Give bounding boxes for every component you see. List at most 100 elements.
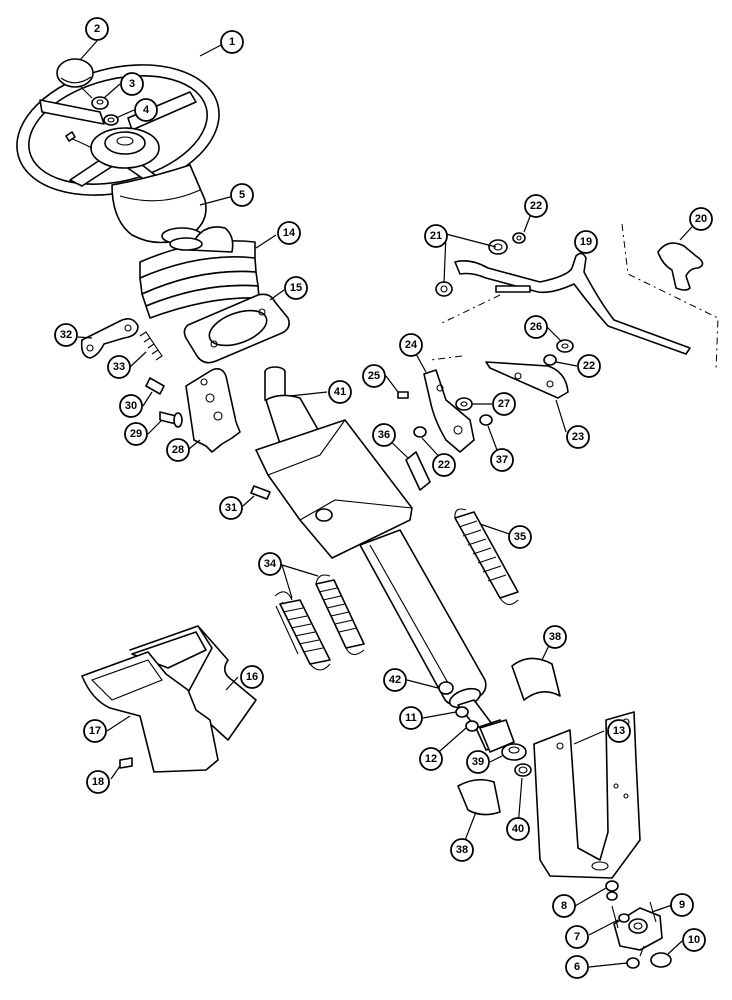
svg-text:37: 37 [496, 454, 508, 466]
clip-22a [512, 232, 526, 244]
spring-single [454, 508, 519, 606]
svg-text:33: 33 [113, 361, 125, 373]
callout-36: 36 [372, 423, 396, 447]
callout-32: 32 [54, 323, 78, 347]
screw-18 [119, 757, 133, 769]
svg-text:32: 32 [60, 329, 72, 341]
callout-1: 1 [220, 30, 244, 54]
svg-text:39: 39 [472, 756, 484, 768]
dashed-guide-lower [439, 294, 501, 325]
svg-text:28: 28 [172, 444, 184, 456]
svg-text:12: 12 [425, 753, 437, 765]
callout-34: 34 [258, 552, 282, 576]
callout-24: 24 [399, 333, 423, 357]
spring-pair [274, 574, 365, 671]
callout-16: 16 [240, 665, 264, 689]
bellows-boot [139, 226, 260, 319]
svg-text:24: 24 [405, 339, 418, 351]
washer-11 [455, 706, 469, 718]
svg-text:3: 3 [129, 78, 135, 90]
callout-2: 2 [85, 17, 109, 41]
callout-7: 7 [565, 925, 589, 949]
lock-plate [185, 368, 241, 453]
latch-lever [80, 318, 139, 359]
svg-text:31: 31 [225, 502, 237, 514]
svg-text:11: 11 [405, 712, 417, 724]
clip-37 [479, 414, 493, 426]
callout-41: 41 [328, 380, 352, 404]
callout-26: 26 [524, 315, 548, 339]
svg-text:27: 27 [498, 398, 510, 410]
svg-text:38: 38 [456, 844, 468, 856]
link-plate-23 [485, 361, 569, 399]
callout-22-low: 22 [432, 453, 456, 477]
spring-small [139, 331, 163, 361]
callout-13: 13 [607, 719, 631, 743]
callout-9: 9 [670, 893, 694, 917]
shift-knob [657, 242, 704, 291]
callout-35: 35 [508, 525, 532, 549]
callout-27: 27 [492, 392, 516, 416]
svg-text:14: 14 [283, 227, 296, 239]
svg-text:7: 7 [574, 931, 580, 943]
callout-37: 37 [490, 448, 514, 472]
svg-text:19: 19 [580, 236, 592, 248]
svg-text:18: 18 [92, 776, 104, 788]
link-36 [405, 451, 431, 491]
svg-text:30: 30 [125, 400, 137, 412]
svg-text:1: 1 [229, 36, 235, 48]
svg-text:13: 13 [613, 725, 625, 737]
flange-9 [611, 901, 663, 957]
svg-text:5: 5 [239, 189, 245, 201]
callout-30: 30 [119, 394, 143, 418]
bracket-24 [423, 369, 475, 453]
callout-40: 40 [506, 817, 530, 841]
flange-plate [479, 719, 515, 753]
clip-22b [543, 354, 557, 366]
callout-38-top: 38 [543, 625, 567, 649]
svg-text:34: 34 [264, 558, 277, 570]
svg-text:25: 25 [368, 370, 380, 382]
svg-text:6: 6 [574, 961, 580, 973]
svg-text:29: 29 [130, 428, 142, 440]
leader-lines [77, 40, 701, 968]
callout-33: 33 [107, 355, 131, 379]
spacer-8 [605, 880, 619, 901]
svg-text:35: 35 [514, 531, 526, 543]
callout-11: 11 [399, 706, 423, 730]
svg-text:38: 38 [549, 631, 561, 643]
svg-text:40: 40 [512, 823, 524, 835]
pin-30 [145, 377, 165, 395]
svg-text:8: 8 [561, 900, 567, 912]
callout-28: 28 [166, 438, 190, 462]
callout-18: 18 [86, 770, 110, 794]
plug-42 [438, 681, 454, 695]
callout-38-bottom: 38 [450, 838, 474, 862]
bush-39 [501, 743, 527, 761]
svg-text:22: 22 [530, 200, 542, 212]
svg-text:22: 22 [583, 360, 595, 372]
callout-20: 20 [689, 207, 713, 231]
svg-text:23: 23 [572, 431, 584, 443]
svg-text:36: 36 [378, 429, 390, 441]
callout-8: 8 [552, 894, 576, 918]
svg-text:10: 10 [688, 934, 700, 946]
svg-text:4: 4 [143, 104, 150, 116]
callout-31: 31 [219, 496, 243, 520]
gasket-plate [183, 293, 290, 364]
cover-17 [81, 651, 219, 773]
svg-text:20: 20 [695, 213, 707, 225]
ring-40 [514, 763, 532, 777]
callout-23: 23 [566, 425, 590, 449]
bush-26 [556, 339, 574, 353]
callout-22-top: 22 [524, 194, 548, 218]
half-bush-lower [457, 778, 501, 816]
dashed-guide-bracket [429, 355, 463, 361]
callout-5: 5 [230, 183, 254, 207]
dashed-guide-upper [621, 223, 719, 371]
callout-17: 17 [83, 719, 107, 743]
callout-12: 12 [419, 747, 443, 771]
callout-10: 10 [682, 928, 706, 952]
callout-3: 3 [120, 72, 144, 96]
